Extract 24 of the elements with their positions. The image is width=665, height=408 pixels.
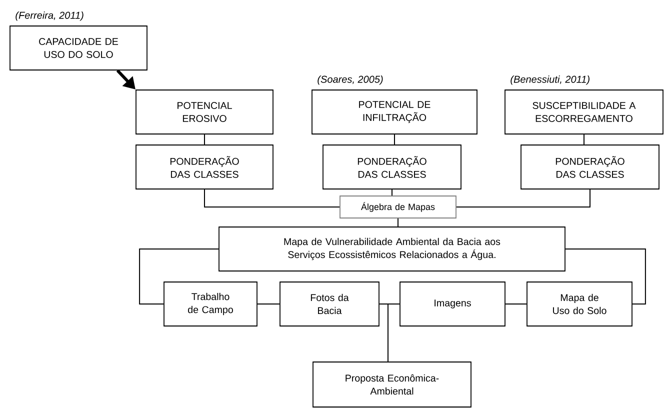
connector-line [394, 134, 395, 146]
connector-line [456, 188, 590, 208]
citation-label: (Benessiuti, 2011) [510, 76, 590, 85]
process-box: SUSCEPTIBILIDADE A ESCORREGAMENTO [504, 90, 664, 134]
citation-label: (Soares, 2005) [318, 76, 383, 85]
process-box: CAPACIDADE DE USO DO SOLO [10, 26, 148, 70]
process-box: PONDERAÇÃO DAS CLASSES [520, 144, 660, 190]
process-box: Mapa de Vulnerabilidade Ambiental da Bacia aos Serviços Ecossistêmicos Relacionados a Água. [218, 226, 566, 272]
process-box: Fotos da Bacia [280, 282, 380, 326]
process-box: Trabalho de Campo [164, 282, 258, 326]
process-box: POTENCIAL DE INFILTRAÇÃO [312, 90, 478, 134]
process-box: PONDERAÇÃO DAS CLASSES [322, 144, 462, 190]
connector-line [204, 188, 340, 208]
connector-line [204, 134, 205, 146]
operation-box: Álgebra de Mapas [340, 196, 456, 218]
process-box: POTENCIAL EROSIVO [136, 90, 274, 134]
connector-line [139, 248, 220, 304]
process-box: Proposta Econômica-Ambiental [312, 362, 472, 408]
connector-line [564, 248, 646, 304]
process-box: Mapa de Uso do Solo [526, 282, 632, 326]
connector-line [378, 304, 400, 362]
process-box: Imagens [400, 282, 506, 326]
citation-label: (Ferreira, 2011) [16, 12, 84, 21]
process-box: PONDERAÇÃO DAS CLASSES [136, 144, 274, 190]
